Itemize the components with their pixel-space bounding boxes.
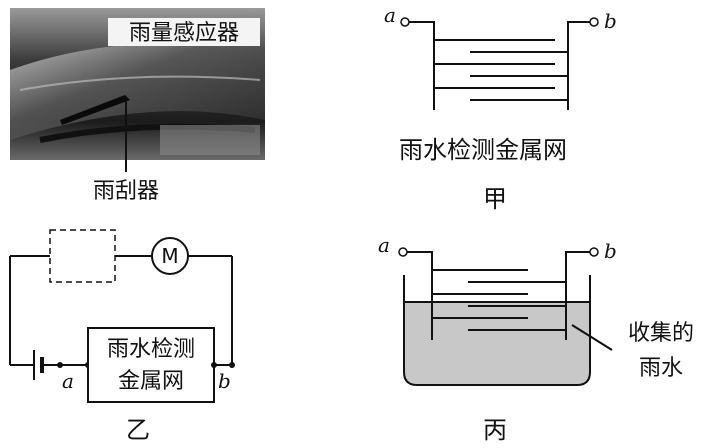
bing-terminal-a-dot: [398, 247, 408, 257]
bing-water-label-line1: 收集的: [628, 321, 694, 346]
yi-terminal-b-dot-outer: [229, 362, 235, 368]
yi-terminal-b: b: [218, 369, 231, 393]
yi-terminal-a-dot-outer: [57, 362, 63, 368]
yi-box-line1: 雨水检测: [107, 337, 195, 362]
rain-sensor-label: 雨量感应器: [129, 21, 239, 46]
yi-motor-symbol: M: [161, 244, 178, 268]
car-photo: 雨量感应器: [10, 8, 265, 160]
yi-box-line2: 金属网: [118, 369, 184, 394]
figure-jia: a b 雨水检测金属网 甲: [384, 3, 617, 213]
jia-terminal-a-dot: [400, 17, 410, 27]
bing-water: [404, 302, 590, 385]
bing-water-label-line2: 雨水: [639, 356, 683, 381]
figure-yi: M a 雨水检测 金属网 b 乙: [9, 229, 235, 444]
bing-container: [403, 275, 591, 386]
yi-unknown-component: [49, 229, 116, 283]
bing-terminal-b: b: [604, 239, 617, 263]
jia-left-comb: [409, 21, 435, 110]
jia-terminal-b: b: [604, 9, 617, 33]
bing-water-leader-line: [571, 324, 613, 351]
jia-terminal-a: a: [384, 3, 396, 27]
yi-terminal-b-dot: [211, 362, 217, 368]
bing-terminal-b-dot: [589, 247, 599, 257]
yi-terminal-a: a: [62, 369, 74, 393]
bing-right-comb: [565, 251, 590, 340]
jia-caption-line: 雨水检测金属网: [399, 136, 567, 164]
jia-right-comb: [567, 21, 590, 110]
figure-bing: a b 收集的 雨水 丙: [378, 233, 694, 444]
jia-terminal-b-dot: [589, 17, 599, 27]
bing-terminal-a: a: [378, 233, 390, 257]
jia-caption: 甲: [483, 185, 507, 213]
wiper-label: 雨刮器: [93, 179, 159, 204]
yi-caption: 乙: [126, 416, 150, 444]
bing-left-comb: [407, 251, 433, 340]
bing-caption: 丙: [483, 416, 507, 444]
